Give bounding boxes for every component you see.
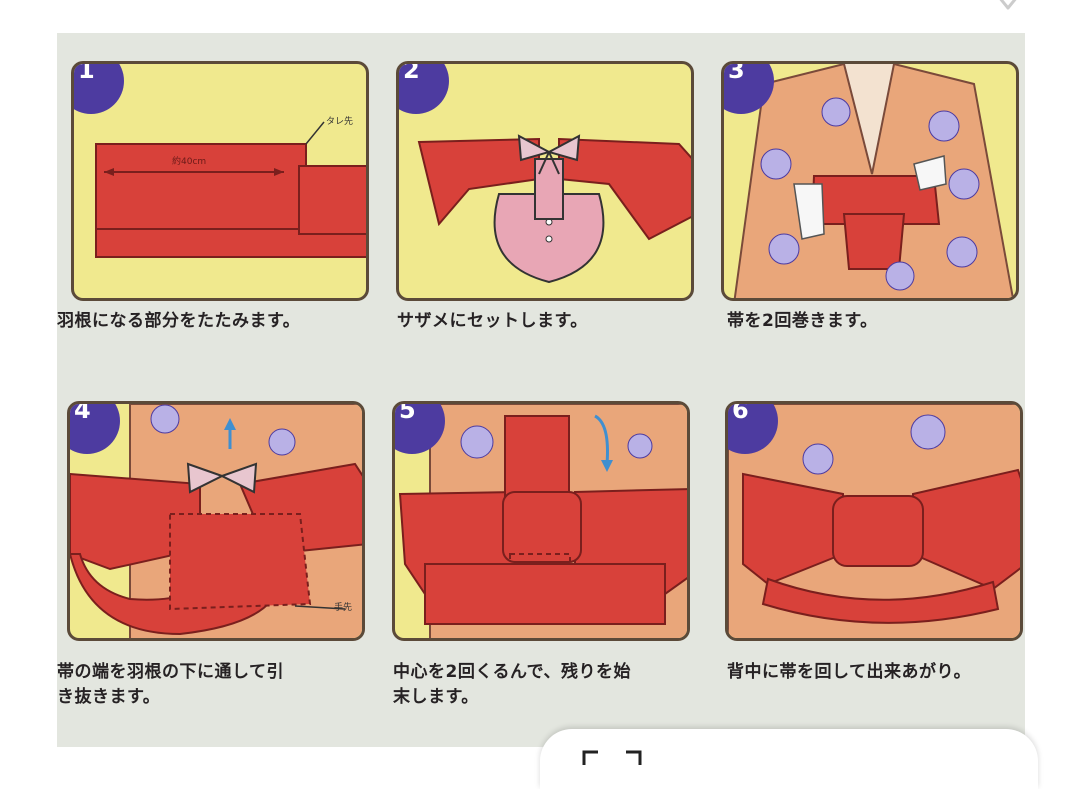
fullscreen-icon[interactable] <box>582 749 642 765</box>
step-3-caption: 帯を2回巻きます。 <box>727 311 878 331</box>
step-1-illustration <box>95 121 366 258</box>
step-number: 1 <box>78 61 95 84</box>
step-6-panel: 6 <box>725 401 1023 641</box>
chevron-down-icon[interactable] <box>984 0 1032 16</box>
step-4-caption: 帯の端を羽根の下に通して引 き抜きます。 <box>57 662 284 707</box>
step-4-illustration <box>70 404 362 638</box>
step-5-illustration <box>398 404 687 638</box>
step-number: 2 <box>403 61 420 84</box>
step-2-illustration <box>417 134 691 284</box>
step-5-caption: 中心を2回くるんで、残りを始 末します。 <box>393 662 631 707</box>
step-1-caption: 羽根になる部分をたたみます。 <box>57 311 301 331</box>
step-number: 5 <box>399 401 416 424</box>
te-saki-label: 手先 <box>334 603 353 613</box>
tare-saki-label: タレ先 <box>326 117 354 127</box>
instruction-sheet-photo: 約40cm タレ先 1 2 <box>57 33 1025 747</box>
step-3-illustration <box>733 64 1014 298</box>
step-6-caption: 背中に帯を回して出来あがり。 <box>727 662 972 682</box>
step-number: 3 <box>728 61 745 84</box>
step-number: 6 <box>732 401 749 424</box>
step-number: 4 <box>74 401 91 424</box>
step-badge: 3 <box>724 61 774 114</box>
step-1-panel: 約40cm タレ先 1 <box>71 61 369 301</box>
step-3-panel: 3 <box>721 61 1019 301</box>
step-2-caption: サザメにセットします。 <box>397 311 588 331</box>
step-2-panel: 2 <box>396 61 694 301</box>
measurement-label: 約40cm <box>172 157 207 167</box>
step-badge: 4 <box>70 401 120 454</box>
step-4-panel: 手先 4 <box>67 401 365 641</box>
step-5-panel: 5 <box>392 401 690 641</box>
step-6-illustration <box>728 404 1020 638</box>
step-badge: 5 <box>395 401 445 454</box>
